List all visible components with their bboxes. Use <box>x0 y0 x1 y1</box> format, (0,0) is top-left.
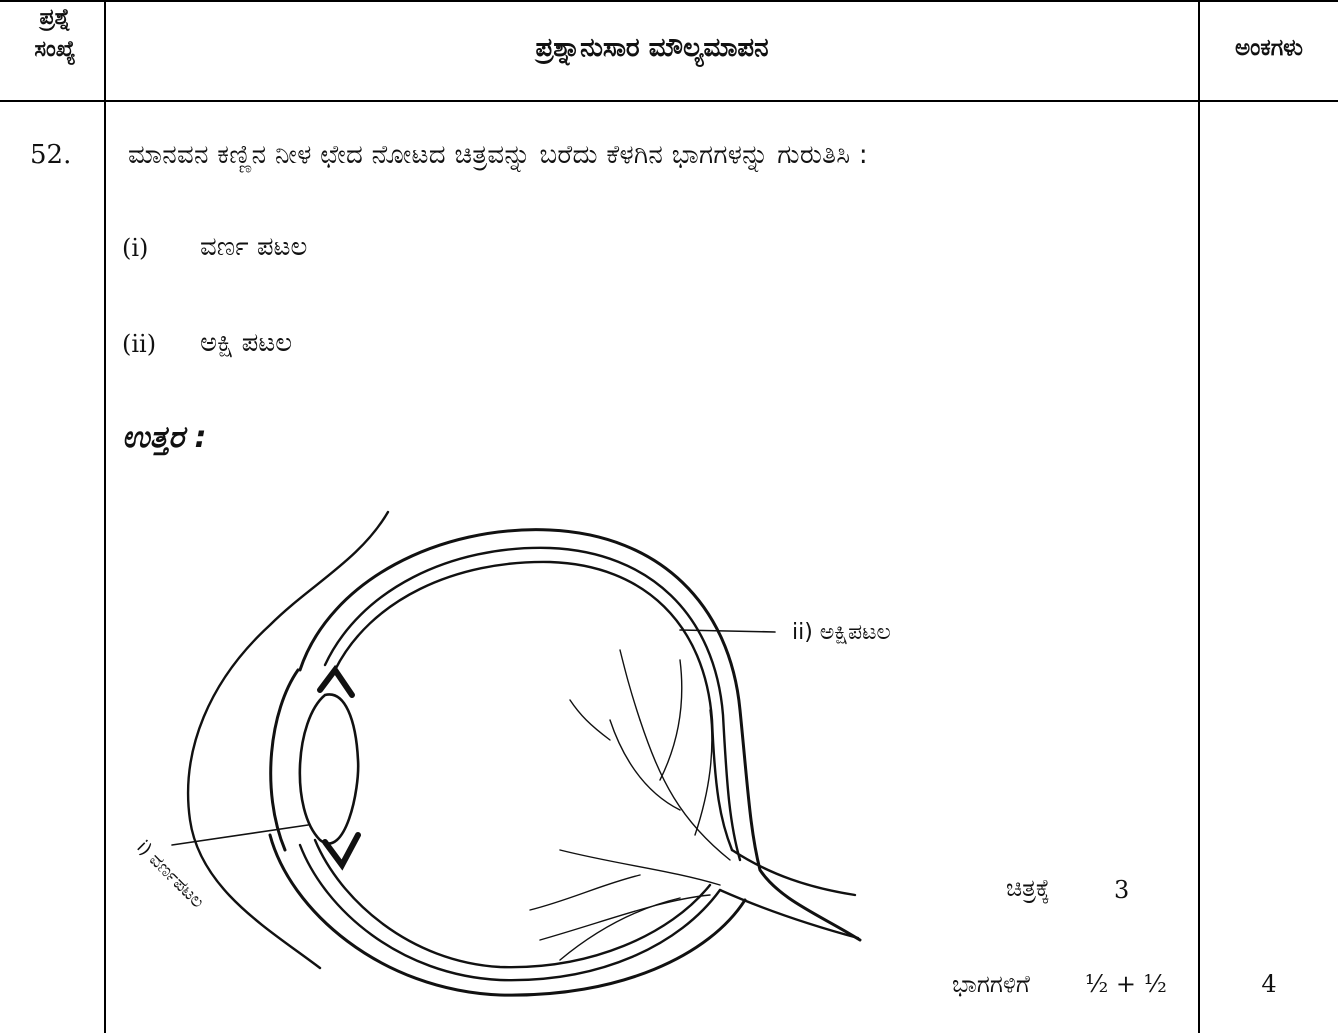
table-top-border <box>0 0 1338 2</box>
header-evaluation: ಪ್ರಶ್ನಾನುಸಾರ ಮೌಲ್ಯಮಾಪನ <box>106 32 1198 64</box>
header-bottom-border <box>0 100 1338 102</box>
iris-upper <box>320 670 352 695</box>
outer-eyelid-line <box>188 512 388 968</box>
marks-for-parts-text: ಭಾಗಗಳಿಗೆ <box>952 970 1030 998</box>
header-question-number-line1: ಪ್ರಶ್ನೆ <box>14 2 96 34</box>
total-marks: 4 <box>1200 970 1338 998</box>
column-divider-2 <box>1198 0 1200 1033</box>
header-question-number-line2: ಸಂಖ್ಯೆ <box>14 34 96 66</box>
cornea <box>271 670 298 850</box>
retina-pointer-line <box>680 630 775 632</box>
question-text: ಮಾನವನ ಕಣ್ಣಿನ ನೀಳ ಛೇದ ನೋಟದ ಚಿತ್ರವನ್ನು ಬರೆ… <box>128 140 868 171</box>
part-i-label: (i) <box>122 234 148 262</box>
optic-nerve-upper <box>732 850 855 895</box>
part-ii-label: (ii) <box>122 330 156 358</box>
retina-layer <box>335 562 732 850</box>
header-question-number: ಪ್ರಶ್ನೆ ಸಂಖ್ಯೆ <box>14 2 96 66</box>
question-number: 52. <box>30 140 71 170</box>
lens <box>300 694 358 843</box>
eye-longitudinal-section-diagram: ii) ಅಕ್ಷಿಪಟಲ i) ವರ್ಣಪಟಲ <box>120 490 970 1010</box>
retina-label: ii) ಅಕ್ಷಿಪಟಲ <box>792 620 891 645</box>
part-i-text: ವರ್ಣ ಪಟಲ <box>200 232 307 263</box>
iris-lower <box>325 835 358 865</box>
sclera-outline <box>300 530 860 940</box>
marks-for-parts-value: ½ + ½ <box>1085 970 1167 998</box>
answer-heading: ಉತ್ತರ : <box>122 420 207 455</box>
choroid-layer <box>325 548 740 860</box>
part-ii-text: ಅಕ್ಷಿ ಪಟಲ <box>200 328 292 359</box>
header-marks: ಅಂಕಗಳು <box>1200 32 1338 64</box>
marks-for-diagram-text: ಚಿತ್ರಕ್ಕೆ <box>1006 874 1050 902</box>
marks-for-diagram-value: 3 <box>1114 876 1129 904</box>
retina-lower-layer <box>300 845 720 980</box>
column-divider-1 <box>104 0 106 1033</box>
